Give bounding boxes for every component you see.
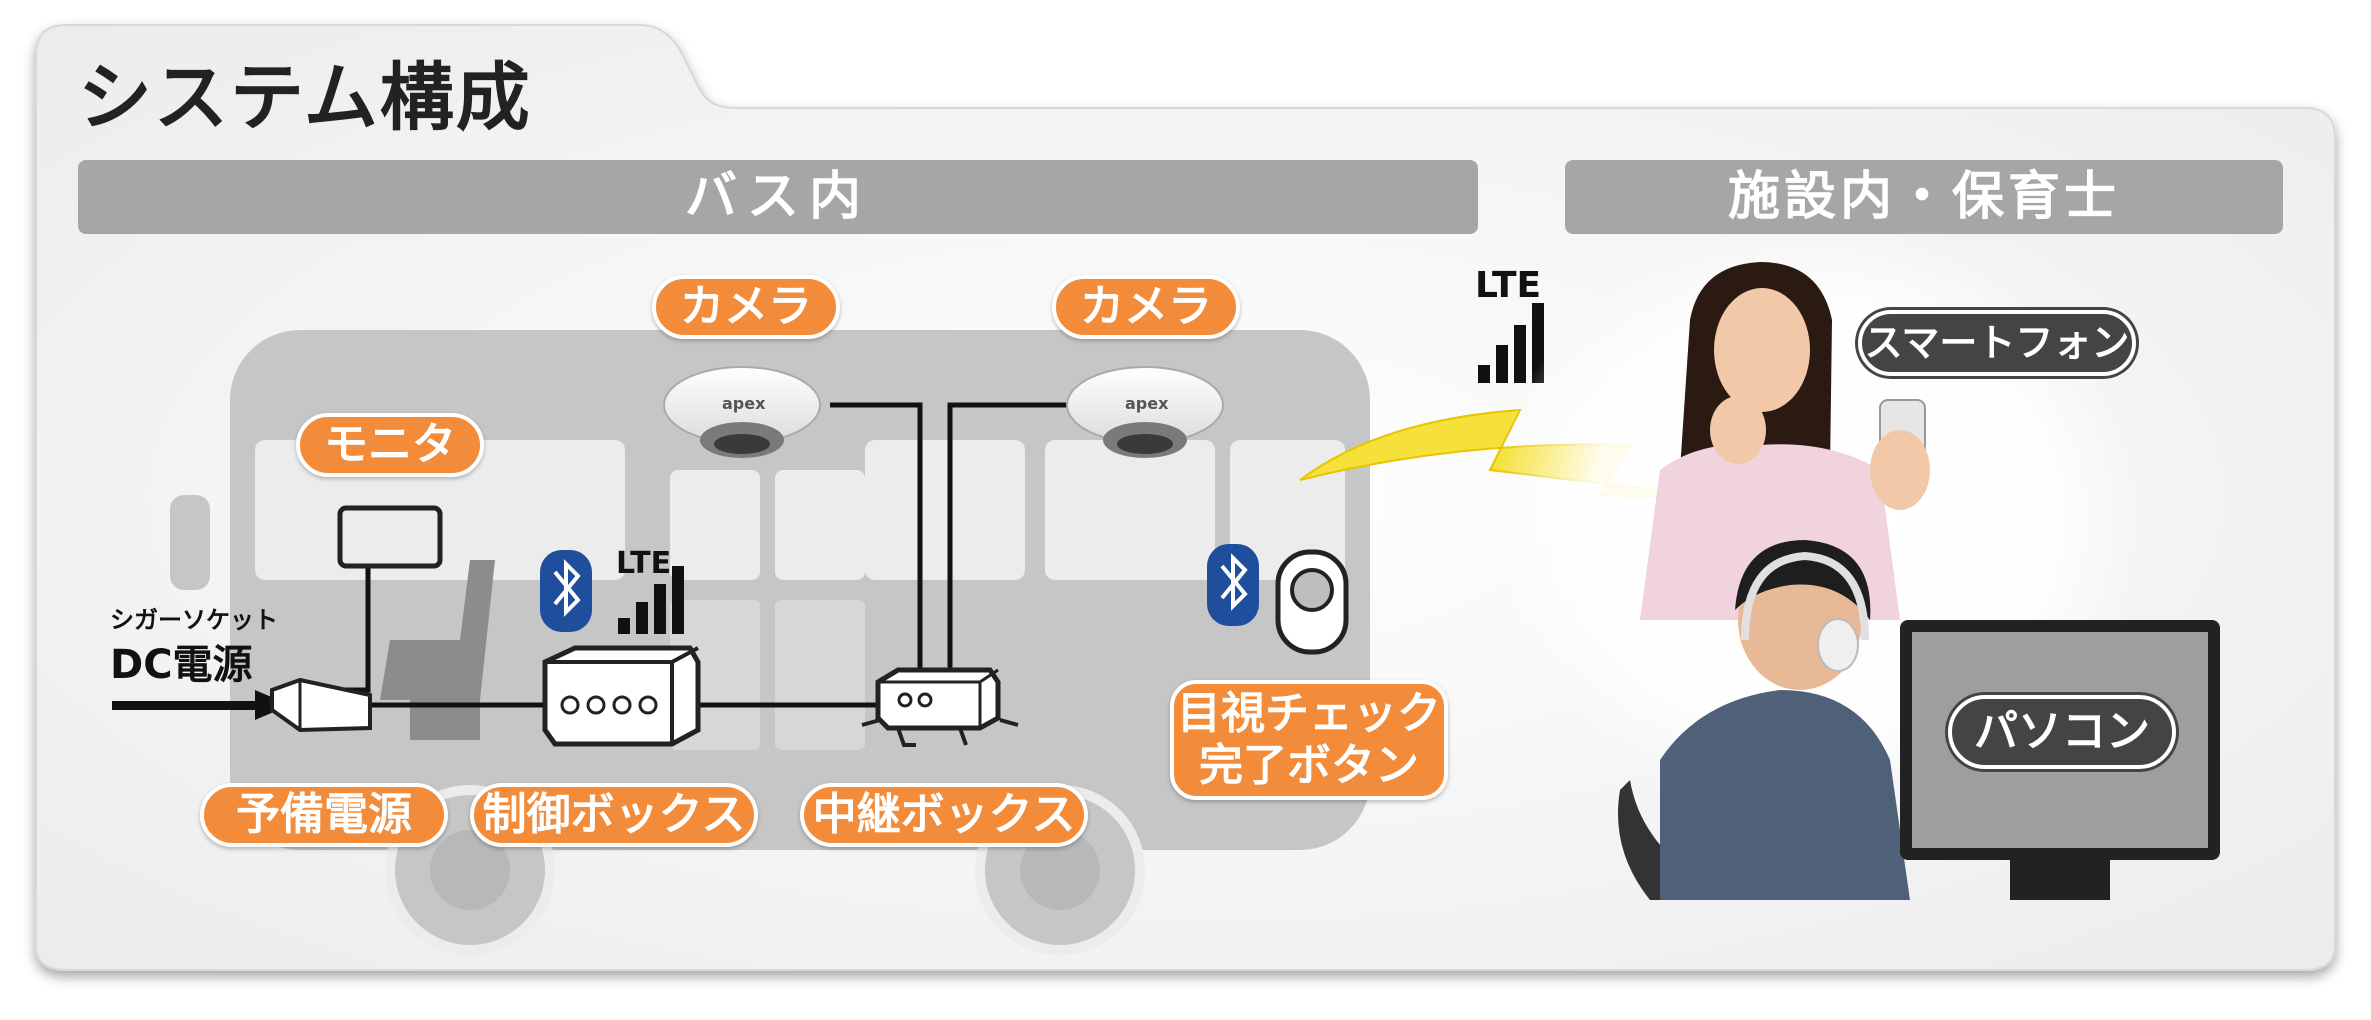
control-box-icon xyxy=(545,648,698,744)
monitor-icon xyxy=(340,508,440,566)
section-facility-header: 施設内・保育士 xyxy=(1565,160,2283,234)
camera-brand-1: apex xyxy=(722,394,765,413)
bluetooth-icon xyxy=(540,550,592,632)
monitor-label: モニタ xyxy=(296,413,484,477)
push-button-icon xyxy=(1278,552,1346,652)
check-button-label: 目視チェック 完了ボタン xyxy=(1170,680,1448,800)
dc-power-text: DC電源 xyxy=(110,632,253,690)
lte-text-facility: LTE xyxy=(1475,265,1541,306)
bluetooth-icon xyxy=(1207,544,1259,626)
section-bus-header: バス内 xyxy=(78,160,1478,234)
pc-label: パソコン xyxy=(1948,695,2176,769)
camera-brand-2: apex xyxy=(1125,394,1168,413)
backup-power-label: 予備電源 xyxy=(200,783,448,847)
page-title: システム構成 xyxy=(78,38,532,145)
camera-label-1: カメラ xyxy=(652,275,840,339)
check-button-label-line2: 完了ボタン xyxy=(1174,740,1444,792)
lte-text-bus: LTE xyxy=(616,546,671,581)
camera-label-2: カメラ xyxy=(1052,275,1240,339)
relay-box-label: 中継ボックス xyxy=(800,783,1088,847)
cigar-socket-text: シガーソケット xyxy=(110,600,278,635)
check-button-label-line1: 目視チェック xyxy=(1174,688,1444,740)
control-box-label: 制御ボックス xyxy=(470,783,758,847)
smartphone-label: スマートフォン xyxy=(1858,310,2136,376)
